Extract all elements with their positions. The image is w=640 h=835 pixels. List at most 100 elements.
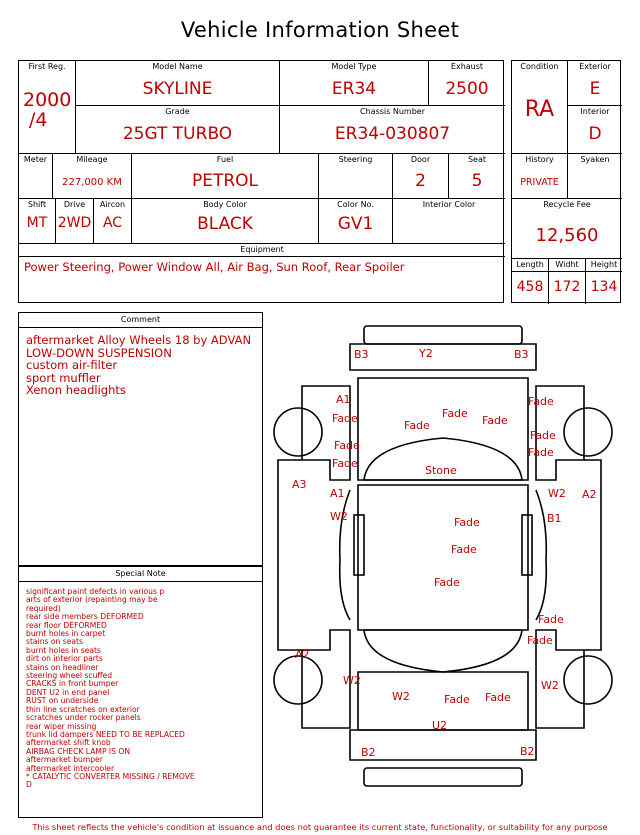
note-line: RUST on underside (26, 696, 99, 706)
right-side-outline (535, 385, 585, 481)
damage-mark: Fade (527, 634, 553, 647)
damage-mark: Fade (454, 516, 480, 529)
height-label: Height (586, 259, 622, 272)
damage-mark: B2 (361, 746, 376, 759)
length-value: 458 (516, 279, 544, 295)
damage-mark: W2 (392, 690, 410, 703)
note-line: arts of exterior (repainting may be (26, 595, 158, 605)
note-line: * CATALYTIC CONVERTER MISSING / REMOVE (26, 771, 195, 781)
color-no-value: GV1 (337, 214, 374, 234)
steering-label: Steering (338, 155, 373, 164)
seat-value: 5 (471, 171, 483, 191)
height-value: 134 (590, 279, 618, 295)
comment-line: LOW-DOWN SUSPENSION (26, 345, 172, 360)
damage-mark: B2 (520, 745, 535, 758)
note-line: trunk lid dampers NEED TO BE REPLACED (26, 729, 185, 739)
note-line: rear floor DEFORMED (26, 620, 107, 630)
note-line: aftermarket bumper (26, 755, 103, 765)
damage-mark: Fade (528, 395, 554, 408)
comment-box: Comment aftermarket Alloy Wheels 18 by A… (18, 312, 263, 566)
hood-panel (357, 377, 529, 481)
damage-mark: W2 (548, 487, 566, 500)
left-door-window (338, 489, 351, 621)
aircon-value: AC (102, 215, 123, 231)
rear-fascia (349, 729, 537, 761)
damage-mark: W2 (541, 679, 559, 692)
exterior-value: E (589, 79, 601, 99)
damage-mark: Y2 (419, 347, 433, 360)
width-cell: Widht 172 (549, 259, 586, 304)
left-pillar (353, 514, 365, 576)
comment-line: sport muffler (26, 370, 101, 385)
history-cell: History PRIVATE (512, 154, 568, 199)
rear-window (363, 629, 523, 673)
note-line: rear side members DEFORMED (26, 612, 144, 622)
damage-mark: W2 (343, 674, 361, 687)
damage-mark: A1 (330, 487, 345, 500)
note-line: aftermarket shift knob (26, 738, 111, 748)
first-reg-year: 2000 (23, 89, 72, 111)
damage-mark: Fade (442, 407, 468, 420)
grade-label: Grade (165, 107, 190, 116)
rear-bumper-bar (363, 767, 523, 787)
shift-label: Shift (27, 200, 47, 209)
syaken-cell: Syaken (568, 154, 622, 199)
right-side-body (584, 459, 602, 651)
height-cell: Height 134 (586, 259, 622, 304)
disclaimer-footer: This sheet reflects the vehicle's condit… (32, 822, 608, 832)
mileage-cell: Mileage 227,000 KM (53, 154, 132, 199)
width-label: Widht (549, 259, 585, 272)
interior-cell: Interior D (568, 106, 622, 154)
note-line: stains on headliner (26, 662, 99, 672)
roof-panel (357, 484, 529, 631)
car-damage-diagram (273, 325, 613, 787)
right-front-wheel (563, 407, 613, 457)
meter-cell: Meter (19, 154, 53, 199)
damage-mark: A1 (336, 393, 351, 406)
damage-mark: Fade (538, 613, 564, 626)
history-label: History (525, 155, 554, 164)
recycle-fee-value: 12,560 (535, 225, 599, 246)
damage-mark: Fade (482, 414, 508, 427)
left-front-wheel (273, 407, 323, 457)
model-type-label: Model Type (331, 62, 377, 71)
exhaust-label: Exhaust (450, 62, 484, 71)
damage-mark: Fade (334, 439, 360, 452)
body-color-cell: Body Color BLACK (132, 199, 319, 244)
model-name-cell: Model Name SKYLINE (76, 61, 280, 106)
left-side-outline (301, 385, 351, 481)
comment-line: custom air-filter (26, 358, 118, 372)
chassis-cell: Chassis Number ER34-030807 (280, 106, 505, 154)
fuel-label: Fuel (216, 155, 234, 164)
shift-cell: Shift MT (19, 199, 56, 244)
door-cell: Door 2 (393, 154, 449, 199)
windshield (363, 437, 523, 481)
left-side-body (277, 459, 302, 651)
seat-label: Seat (467, 155, 487, 164)
damage-mark: W2 (330, 510, 348, 523)
note-line: burnt holes in carpet (26, 629, 106, 639)
damage-mark: B1 (547, 512, 562, 525)
color-no-cell: Color No. GV1 (319, 199, 393, 244)
exhaust-value: 2500 (445, 79, 489, 99)
model-name-label: Model Name (152, 62, 203, 71)
damage-mark: Fade (404, 419, 430, 432)
page-title: Vehicle Information Sheet (180, 18, 460, 42)
body-color-value: BLACK (197, 214, 253, 234)
aircon-cell: Aircon AC (94, 199, 132, 244)
length-cell: Length 458 (512, 259, 549, 304)
note-line: DENT U2 in end panel (26, 687, 110, 697)
right-pillar (521, 514, 533, 576)
interior-value: D (588, 124, 602, 144)
aircon-label: Aircon (99, 200, 126, 209)
color-no-label: Color No. (337, 200, 374, 209)
condition-value: RA (524, 97, 555, 122)
left-rear-wheel (273, 655, 323, 705)
note-line: stains on seats (26, 637, 83, 647)
exhaust-cell: Exhaust 2500 (429, 61, 505, 106)
condition-label: Condition (520, 62, 559, 71)
mileage-value: 227,000 KM (62, 177, 122, 188)
exterior-cell: Exterior E (568, 61, 622, 106)
right-rear-side (535, 629, 585, 729)
grade-cell: Grade 25GT TURBO (76, 106, 280, 154)
